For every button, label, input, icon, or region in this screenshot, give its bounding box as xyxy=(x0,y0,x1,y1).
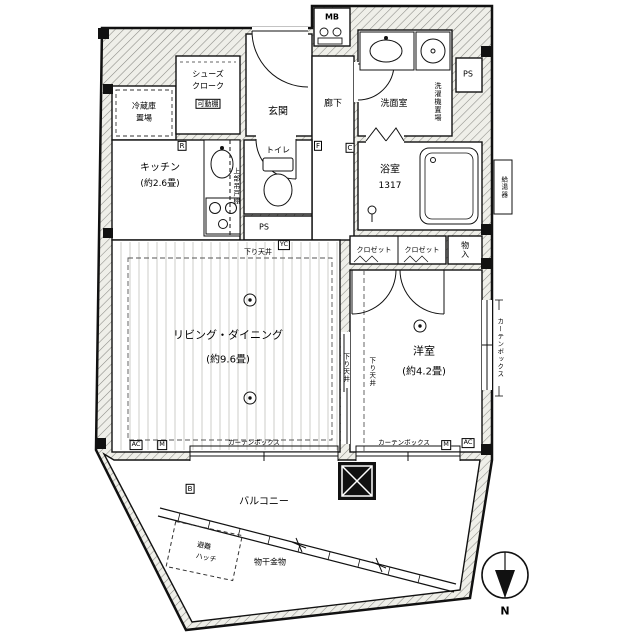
lowered-ceiling-label-1: 下り天井 xyxy=(244,247,272,256)
room-label-balcony: バルコニー xyxy=(239,496,289,508)
symbol-r: R xyxy=(177,140,187,152)
ceiling-light-icon xyxy=(243,293,427,405)
symbol-b: B xyxy=(185,483,195,495)
upper-cabinet-label: 上部吊戸棚 xyxy=(231,167,240,205)
room-ps-right xyxy=(455,57,483,93)
curtain-box-side-bracket xyxy=(495,299,503,397)
curtain-box-label-side: カーテンボックス xyxy=(495,318,504,378)
ps-mid-label: PS xyxy=(259,222,269,232)
water-heater-box xyxy=(493,159,513,215)
movable-shelf-label: 可動棚 xyxy=(195,98,221,110)
closet-details xyxy=(353,236,429,264)
symbol-yc: YC xyxy=(277,240,291,250)
lowered-ceiling-label-3: 下り天井 xyxy=(367,357,376,387)
room-size-western: (約4.2畳) xyxy=(402,366,446,378)
kitchen-counter xyxy=(203,139,241,237)
room-label-kitchen: キッチン xyxy=(140,162,180,174)
room-label-bathroom: 浴室 xyxy=(380,164,400,176)
room-label-closet-left: クロゼット xyxy=(356,245,392,254)
room-label-entrance: 玄関 xyxy=(268,106,288,118)
north-compass xyxy=(481,551,529,599)
curtain-box-label-living: カーテンボックス xyxy=(228,438,280,447)
room-label-closet-right: クロゼット xyxy=(404,245,440,254)
symbol-ac-western: AC xyxy=(461,438,475,448)
living-floor-lines xyxy=(114,242,338,450)
toilet-fixture xyxy=(262,157,294,207)
column-marker xyxy=(95,28,492,455)
symbol-m-right: M xyxy=(441,440,451,450)
symbol-f: F xyxy=(313,140,323,152)
escape-equipment-box xyxy=(338,462,376,500)
room-size-kitchen: (約2.6畳) xyxy=(140,178,180,189)
north-label: N xyxy=(500,604,510,618)
doors xyxy=(251,30,445,444)
mb-label: MB xyxy=(324,12,340,22)
room-western xyxy=(349,269,483,453)
washroom-fixtures xyxy=(359,31,451,71)
balcony-railing xyxy=(157,507,457,593)
room-label-hallway: 廊下 xyxy=(323,98,343,109)
curtain-box-label-western: カーテンボックス xyxy=(378,438,430,447)
water-heater-label: 給湯器 xyxy=(499,175,508,199)
room-ps-mid xyxy=(243,215,313,241)
room-label-washroom: 洗面室 xyxy=(380,98,408,109)
room-label-western: 洋室 xyxy=(413,344,435,358)
laundry-space-label: 洗濯機置場 xyxy=(434,82,443,122)
room-size-bathroom: 1317 xyxy=(378,180,402,191)
lowered-ceiling-outline xyxy=(127,257,333,441)
laundry-hardware-label: 物干金物 xyxy=(254,557,286,567)
room-storage xyxy=(447,235,483,265)
room-size-living: (約9.6畳) xyxy=(206,354,250,366)
room-label-toilet: トイレ xyxy=(266,145,290,155)
room-label-storage: 物入 xyxy=(460,241,470,259)
room-entrance xyxy=(245,33,313,137)
symbol-ac-living: AC xyxy=(129,440,143,450)
bathtub xyxy=(367,147,479,225)
symbol-c: C xyxy=(345,142,355,154)
fridge-space-outline xyxy=(115,89,173,137)
room-label-living: リビング・ダイニング xyxy=(173,328,283,342)
mb-meters xyxy=(317,27,343,45)
room-label-shoe-closet-1: シューズ xyxy=(192,69,224,79)
laundry-hardware-icon xyxy=(291,537,387,573)
fridge-space-label-1: 冷蔵庫 xyxy=(132,101,156,111)
fridge-space-label-2: 置場 xyxy=(136,113,152,123)
room-shoe-closet xyxy=(175,55,241,135)
room-label-shoe-closet-2: クローク xyxy=(192,81,224,91)
symbol-m-left: M xyxy=(157,440,167,450)
ps-top-label: PS xyxy=(463,69,473,79)
lowered-ceiling-label-2: 下り天井 xyxy=(341,353,350,383)
windows xyxy=(189,300,492,461)
room-mb xyxy=(313,7,351,47)
